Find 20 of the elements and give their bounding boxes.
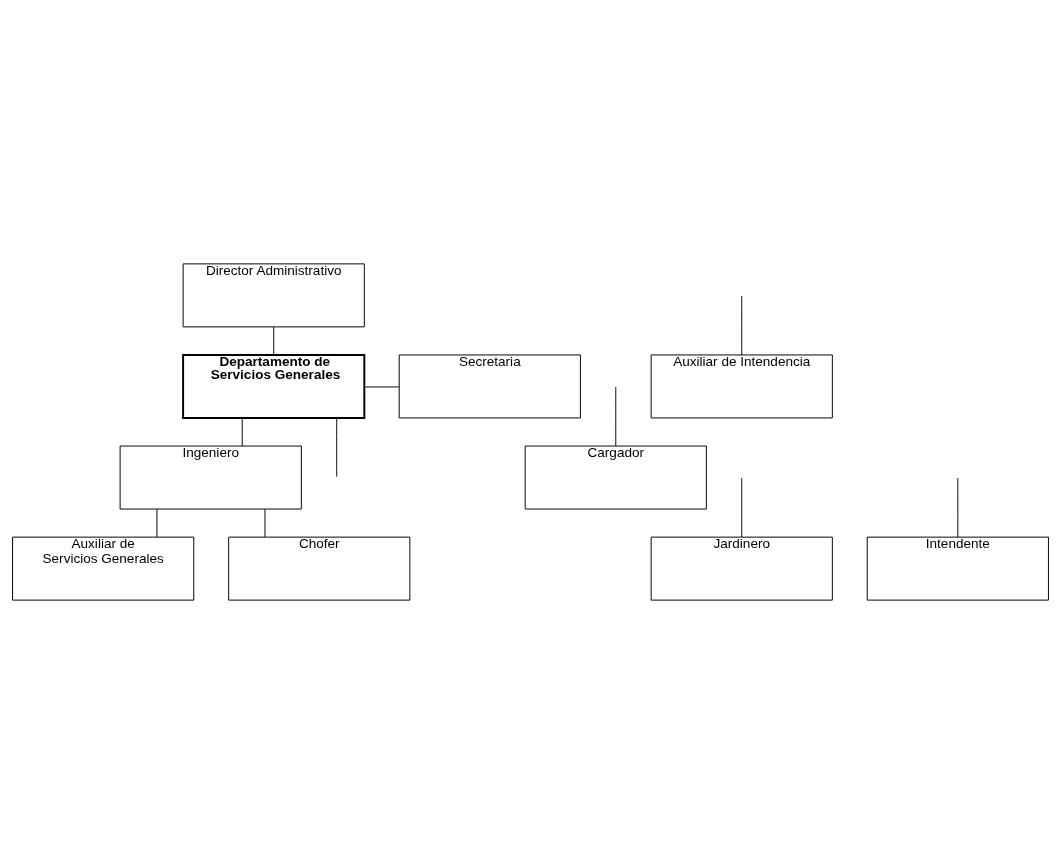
node-box: Ingeniero <box>119 445 302 510</box>
node-box: Jardinero <box>650 536 833 601</box>
connector <box>615 386 617 446</box>
node-box: Chofer <box>228 536 411 601</box>
node-box: Cargador <box>524 445 707 510</box>
connector <box>273 326 275 355</box>
node-box: Secretaria <box>398 353 581 418</box>
connector <box>264 508 266 538</box>
node-box: Auxiliar de Intendencia <box>650 353 833 418</box>
connector <box>741 477 743 537</box>
connector <box>741 294 743 355</box>
node-box: Director Administrativo <box>182 262 365 327</box>
node-box: Intendente <box>866 536 1049 601</box>
connector <box>363 385 400 387</box>
node-box: Departamento de Servicios Generales <box>182 353 366 419</box>
connector <box>241 417 243 446</box>
connector <box>156 508 158 538</box>
node-box: Auxiliar de Servicios Generales <box>12 536 195 601</box>
connector <box>336 417 338 477</box>
connector <box>957 477 959 537</box>
